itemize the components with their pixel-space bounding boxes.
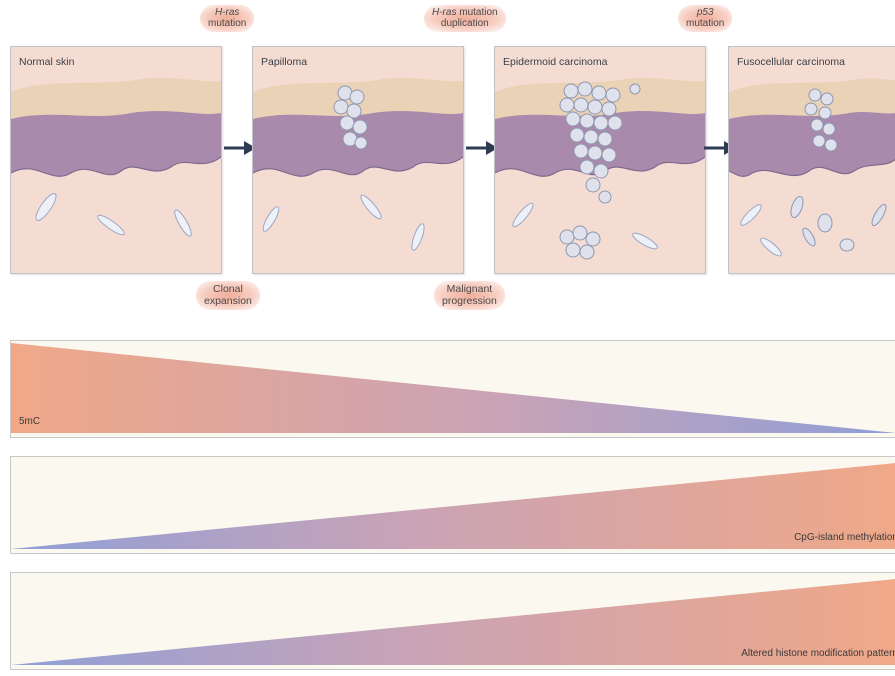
event-line-1: Malignant xyxy=(442,283,497,295)
papilloma-illustration xyxy=(253,47,463,273)
stage-panel-normal-skin: Normal skin xyxy=(10,46,222,274)
bar-altered-histone-modification: Altered histone modification pattern xyxy=(10,572,895,670)
decreasing-wedge xyxy=(11,341,895,437)
event-line-1: Clonal xyxy=(204,283,252,295)
increasing-wedge xyxy=(11,457,895,553)
event-clonal-expansion: Clonal expansion xyxy=(196,281,260,310)
event-text: mutation xyxy=(686,18,724,29)
bar-label: Altered histone modification pattern xyxy=(741,648,895,659)
event-hras-mutation-1: H-ras mutation xyxy=(200,5,254,32)
bar-5mc: 5mC xyxy=(10,340,895,438)
stage-title: Fusocellular carcinoma xyxy=(737,56,845,68)
stage-title: Epidermoid carcinoma xyxy=(503,56,607,68)
event-line-2: expansion xyxy=(204,295,252,307)
event-gene: p53 xyxy=(697,7,714,18)
event-text: mutation xyxy=(459,7,497,18)
bar-label: 5mC xyxy=(19,416,40,427)
normal-skin-illustration xyxy=(11,47,221,273)
event-text: mutation xyxy=(208,18,246,29)
event-hras-mutation-duplication: H-ras mutation duplication xyxy=(424,5,506,32)
epidermoid-carcinoma-illustration xyxy=(495,47,705,273)
stage-panel-papilloma: Papilloma xyxy=(252,46,464,274)
event-gene: H-ras xyxy=(432,7,456,18)
event-text-2: duplication xyxy=(432,18,498,29)
stage-panel-epidermoid-carcinoma: Epidermoid carcinoma xyxy=(494,46,706,274)
bar-label: CpG-island methylation xyxy=(794,532,895,543)
event-line-2: progression xyxy=(442,295,497,307)
stage-panel-fusocellular-carcinoma: Fusocellular carcinoma xyxy=(728,46,895,274)
fusocellular-carcinoma-illustration xyxy=(729,47,895,273)
bar-cpg-island-methylation: CpG-island methylation xyxy=(10,456,895,554)
stage-title: Normal skin xyxy=(19,56,74,68)
event-gene: H-ras xyxy=(215,7,239,18)
event-malignant-progression: Malignant progression xyxy=(434,281,505,310)
stage-title: Papilloma xyxy=(261,56,307,68)
event-p53-mutation: p53 mutation xyxy=(678,5,732,32)
